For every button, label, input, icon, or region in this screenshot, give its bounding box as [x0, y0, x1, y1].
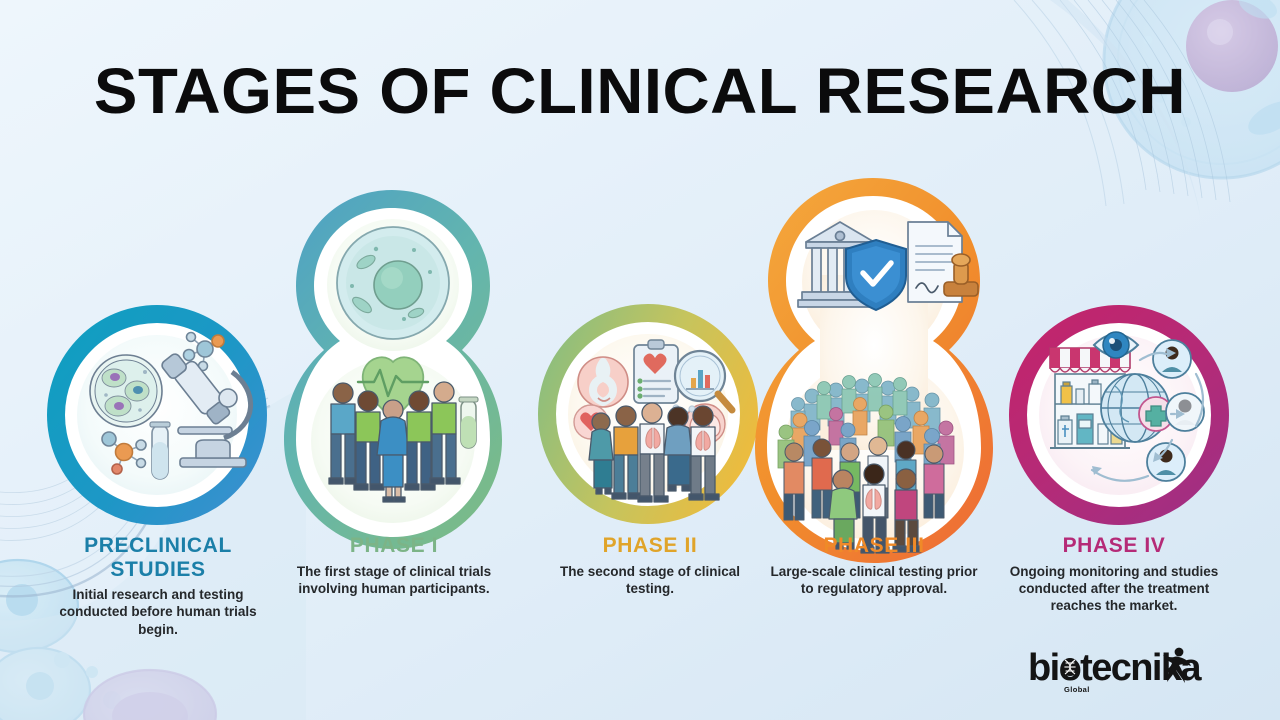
stage-label-phase-4: PHASE IV Ongoing monitoring and studies …	[1006, 534, 1222, 614]
stage-desc-phase-2: The second stage of clinical testing.	[559, 563, 741, 596]
stage-title-line2: STUDIES	[110, 557, 206, 581]
logo-tagline-text: Global	[1064, 685, 1090, 694]
stage-title-line1: PRECLINICAL	[84, 534, 232, 557]
logo-mark: biotecnika Global	[1028, 647, 1204, 694]
stage-title-phase-1: PHASE I	[349, 534, 439, 557]
stage-desc-phase-3: Large-scale clinical testing prior to re…	[770, 563, 978, 596]
stage-label-phase-3: PHASE III Large-scale clinical testing p…	[766, 534, 982, 597]
stage-label-phase-1: PHASE I The first stage of clinical tria…	[296, 534, 492, 597]
stage-label-preclinical: PRECLINICAL STUDIES Initial research and…	[52, 534, 264, 638]
stage-title-phase-4: PHASE IV	[1062, 534, 1166, 557]
stage-desc-preclinical: Initial research and testing conducted b…	[59, 587, 257, 637]
brand-logo: biotecnika Global	[1028, 644, 1218, 702]
stage-desc-phase-4: Ongoing monitoring and studies conducted…	[1009, 563, 1219, 614]
stage-title-phase-2: PHASE II	[602, 534, 698, 557]
stage-desc-phase-1: The first stage of clinical trials invol…	[296, 563, 492, 596]
stage-title-preclinical: PRECLINICAL STUDIES	[52, 534, 264, 581]
stage-title-phase-3: PHASE III	[823, 534, 925, 557]
stage-label-phase-2: PHASE II The second stage of clinical te…	[552, 534, 748, 597]
